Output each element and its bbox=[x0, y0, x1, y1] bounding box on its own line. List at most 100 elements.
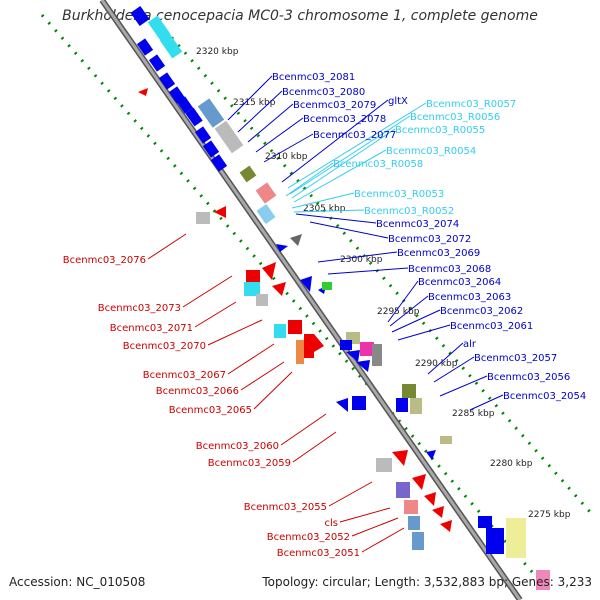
gene-feature[interactable] bbox=[392, 450, 408, 466]
gene-label[interactable]: Bcenmc03_2073 bbox=[98, 303, 181, 314]
gene-label[interactable]: Bcenmc03_2051 bbox=[277, 548, 360, 559]
gene-label[interactable]: cls bbox=[325, 518, 339, 529]
gene-feature[interactable] bbox=[202, 140, 220, 158]
gene-feature[interactable] bbox=[478, 516, 492, 528]
gene-feature[interactable] bbox=[360, 342, 374, 356]
gene-feature[interactable] bbox=[426, 450, 436, 460]
gene-feature[interactable] bbox=[197, 98, 225, 128]
gene-label[interactable]: Bcenmc03_2056 bbox=[487, 372, 570, 383]
gene-label[interactable]: Bcenmc03_R0053 bbox=[354, 189, 444, 200]
gene-feature[interactable] bbox=[396, 398, 408, 412]
gene-feature[interactable] bbox=[290, 234, 302, 246]
gene-label[interactable]: Bcenmc03_2071 bbox=[110, 323, 193, 334]
gene-feature[interactable] bbox=[402, 384, 416, 398]
gene-label[interactable]: Bcenmc03_2070 bbox=[123, 341, 206, 352]
gene-feature[interactable] bbox=[185, 107, 203, 127]
gene-feature[interactable] bbox=[210, 154, 228, 172]
gene-feature[interactable] bbox=[196, 212, 210, 224]
gene-label[interactable]: Bcenmc03_2057 bbox=[474, 353, 557, 364]
gene-feature[interactable] bbox=[314, 334, 324, 352]
gene-label[interactable]: Bcenmc03_2077 bbox=[313, 130, 396, 141]
gene-feature[interactable] bbox=[246, 270, 260, 284]
gene-feature[interactable] bbox=[432, 506, 444, 518]
gene-label[interactable]: Bcenmc03_2065 bbox=[169, 405, 252, 416]
gene-feature[interactable] bbox=[300, 276, 312, 292]
gene-feature[interactable] bbox=[346, 350, 360, 362]
gene-label[interactable]: Bcenmc03_R0054 bbox=[386, 146, 476, 157]
gene-feature[interactable] bbox=[159, 33, 183, 59]
tick-label: 2300 kbp bbox=[340, 255, 383, 265]
gene-label[interactable]: Bcenmc03_2054 bbox=[503, 391, 586, 402]
gene-label[interactable]: Bcenmc03_2055 bbox=[244, 502, 327, 513]
gene-label[interactable]: Bcenmc03_2072 bbox=[388, 234, 471, 245]
gene-feature[interactable] bbox=[274, 324, 286, 338]
gene-label[interactable]: Bcenmc03_2076 bbox=[63, 255, 146, 266]
gene-label[interactable]: Bcenmc03_2080 bbox=[282, 87, 365, 98]
gene-label[interactable]: gltX bbox=[388, 96, 408, 107]
gene-feature[interactable] bbox=[408, 516, 420, 530]
gene-label[interactable]: Bcenmc03_2069 bbox=[397, 248, 480, 259]
gene-feature[interactable] bbox=[276, 244, 288, 252]
gene-label[interactable]: Bcenmc03_2059 bbox=[208, 458, 291, 469]
gene-feature[interactable] bbox=[424, 492, 436, 506]
gene-label[interactable]: Bcenmc03_R0055 bbox=[395, 125, 485, 136]
gene-feature[interactable] bbox=[372, 344, 382, 366]
gene-feature[interactable] bbox=[256, 204, 276, 224]
gene-label[interactable]: Bcenmc03_2062 bbox=[440, 306, 523, 317]
gene-feature[interactable] bbox=[412, 474, 426, 490]
gene-feature[interactable] bbox=[352, 396, 366, 410]
gene-feature[interactable] bbox=[340, 340, 352, 350]
gene-feature[interactable] bbox=[336, 398, 348, 412]
gene-label[interactable]: alr bbox=[463, 339, 477, 350]
gene-feature[interactable] bbox=[296, 340, 304, 364]
gene-feature[interactable] bbox=[194, 126, 212, 144]
gene-feature[interactable] bbox=[244, 282, 260, 296]
gene-feature[interactable] bbox=[214, 206, 226, 218]
gene-feature[interactable] bbox=[404, 500, 418, 514]
gene-feature[interactable] bbox=[440, 436, 452, 444]
gene-feature[interactable] bbox=[410, 398, 422, 414]
gene-feature[interactable] bbox=[304, 334, 314, 358]
gene-feature[interactable] bbox=[147, 15, 171, 41]
gene-label[interactable]: Bcenmc03_2081 bbox=[272, 72, 355, 83]
gene-label[interactable]: Bcenmc03_2060 bbox=[196, 441, 279, 452]
gene-feature[interactable] bbox=[176, 96, 194, 114]
gene-feature[interactable] bbox=[288, 320, 302, 334]
gene-label[interactable]: Bcenmc03_2078 bbox=[303, 114, 386, 125]
gene-feature[interactable] bbox=[256, 294, 268, 306]
gene-label[interactable]: Bcenmc03_R0056 bbox=[410, 112, 500, 123]
gene-label[interactable]: Bcenmc03_2052 bbox=[267, 532, 350, 543]
gene-label[interactable]: Bcenmc03_2064 bbox=[418, 277, 501, 288]
label-leader-line bbox=[263, 133, 314, 163]
gene-feature[interactable] bbox=[138, 88, 148, 96]
gene-feature[interactable] bbox=[356, 360, 370, 372]
gene-feature[interactable] bbox=[214, 120, 244, 154]
gene-feature[interactable] bbox=[322, 282, 332, 290]
gene-feature[interactable] bbox=[440, 520, 452, 532]
gene-label[interactable]: Bcenmc03_R0052 bbox=[364, 206, 454, 217]
gene-feature[interactable] bbox=[376, 458, 392, 472]
gene-feature[interactable] bbox=[486, 528, 504, 554]
gene-feature[interactable] bbox=[148, 54, 166, 72]
gene-feature[interactable] bbox=[255, 182, 277, 204]
gene-feature[interactable] bbox=[272, 282, 286, 296]
gene-label[interactable]: Bcenmc03_2079 bbox=[293, 100, 376, 111]
gene-feature[interactable] bbox=[506, 518, 526, 558]
gene-label[interactable]: Bcenmc03_R0058 bbox=[333, 159, 423, 170]
gene-label[interactable]: Bcenmc03_2061 bbox=[450, 321, 533, 332]
gene-feature[interactable] bbox=[136, 38, 154, 56]
gene-feature[interactable] bbox=[412, 532, 424, 550]
gene-feature[interactable] bbox=[158, 72, 176, 90]
gene-label[interactable]: Bcenmc03_2063 bbox=[428, 292, 511, 303]
gene-feature[interactable] bbox=[239, 165, 257, 183]
gene-label[interactable]: Bcenmc03_R0057 bbox=[426, 99, 516, 110]
gene-label[interactable]: Bcenmc03_2067 bbox=[143, 370, 226, 381]
gene-feature[interactable] bbox=[262, 262, 276, 280]
gene-feature[interactable] bbox=[130, 6, 150, 26]
tick-label: 2320 kbp bbox=[196, 47, 239, 57]
gene-label[interactable]: Bcenmc03_2066 bbox=[156, 386, 239, 397]
gene-feature[interactable] bbox=[396, 482, 410, 498]
gene-feature[interactable] bbox=[536, 570, 550, 590]
gene-label[interactable]: Bcenmc03_2074 bbox=[376, 219, 459, 230]
gene-label[interactable]: Bcenmc03_2068 bbox=[408, 264, 491, 275]
